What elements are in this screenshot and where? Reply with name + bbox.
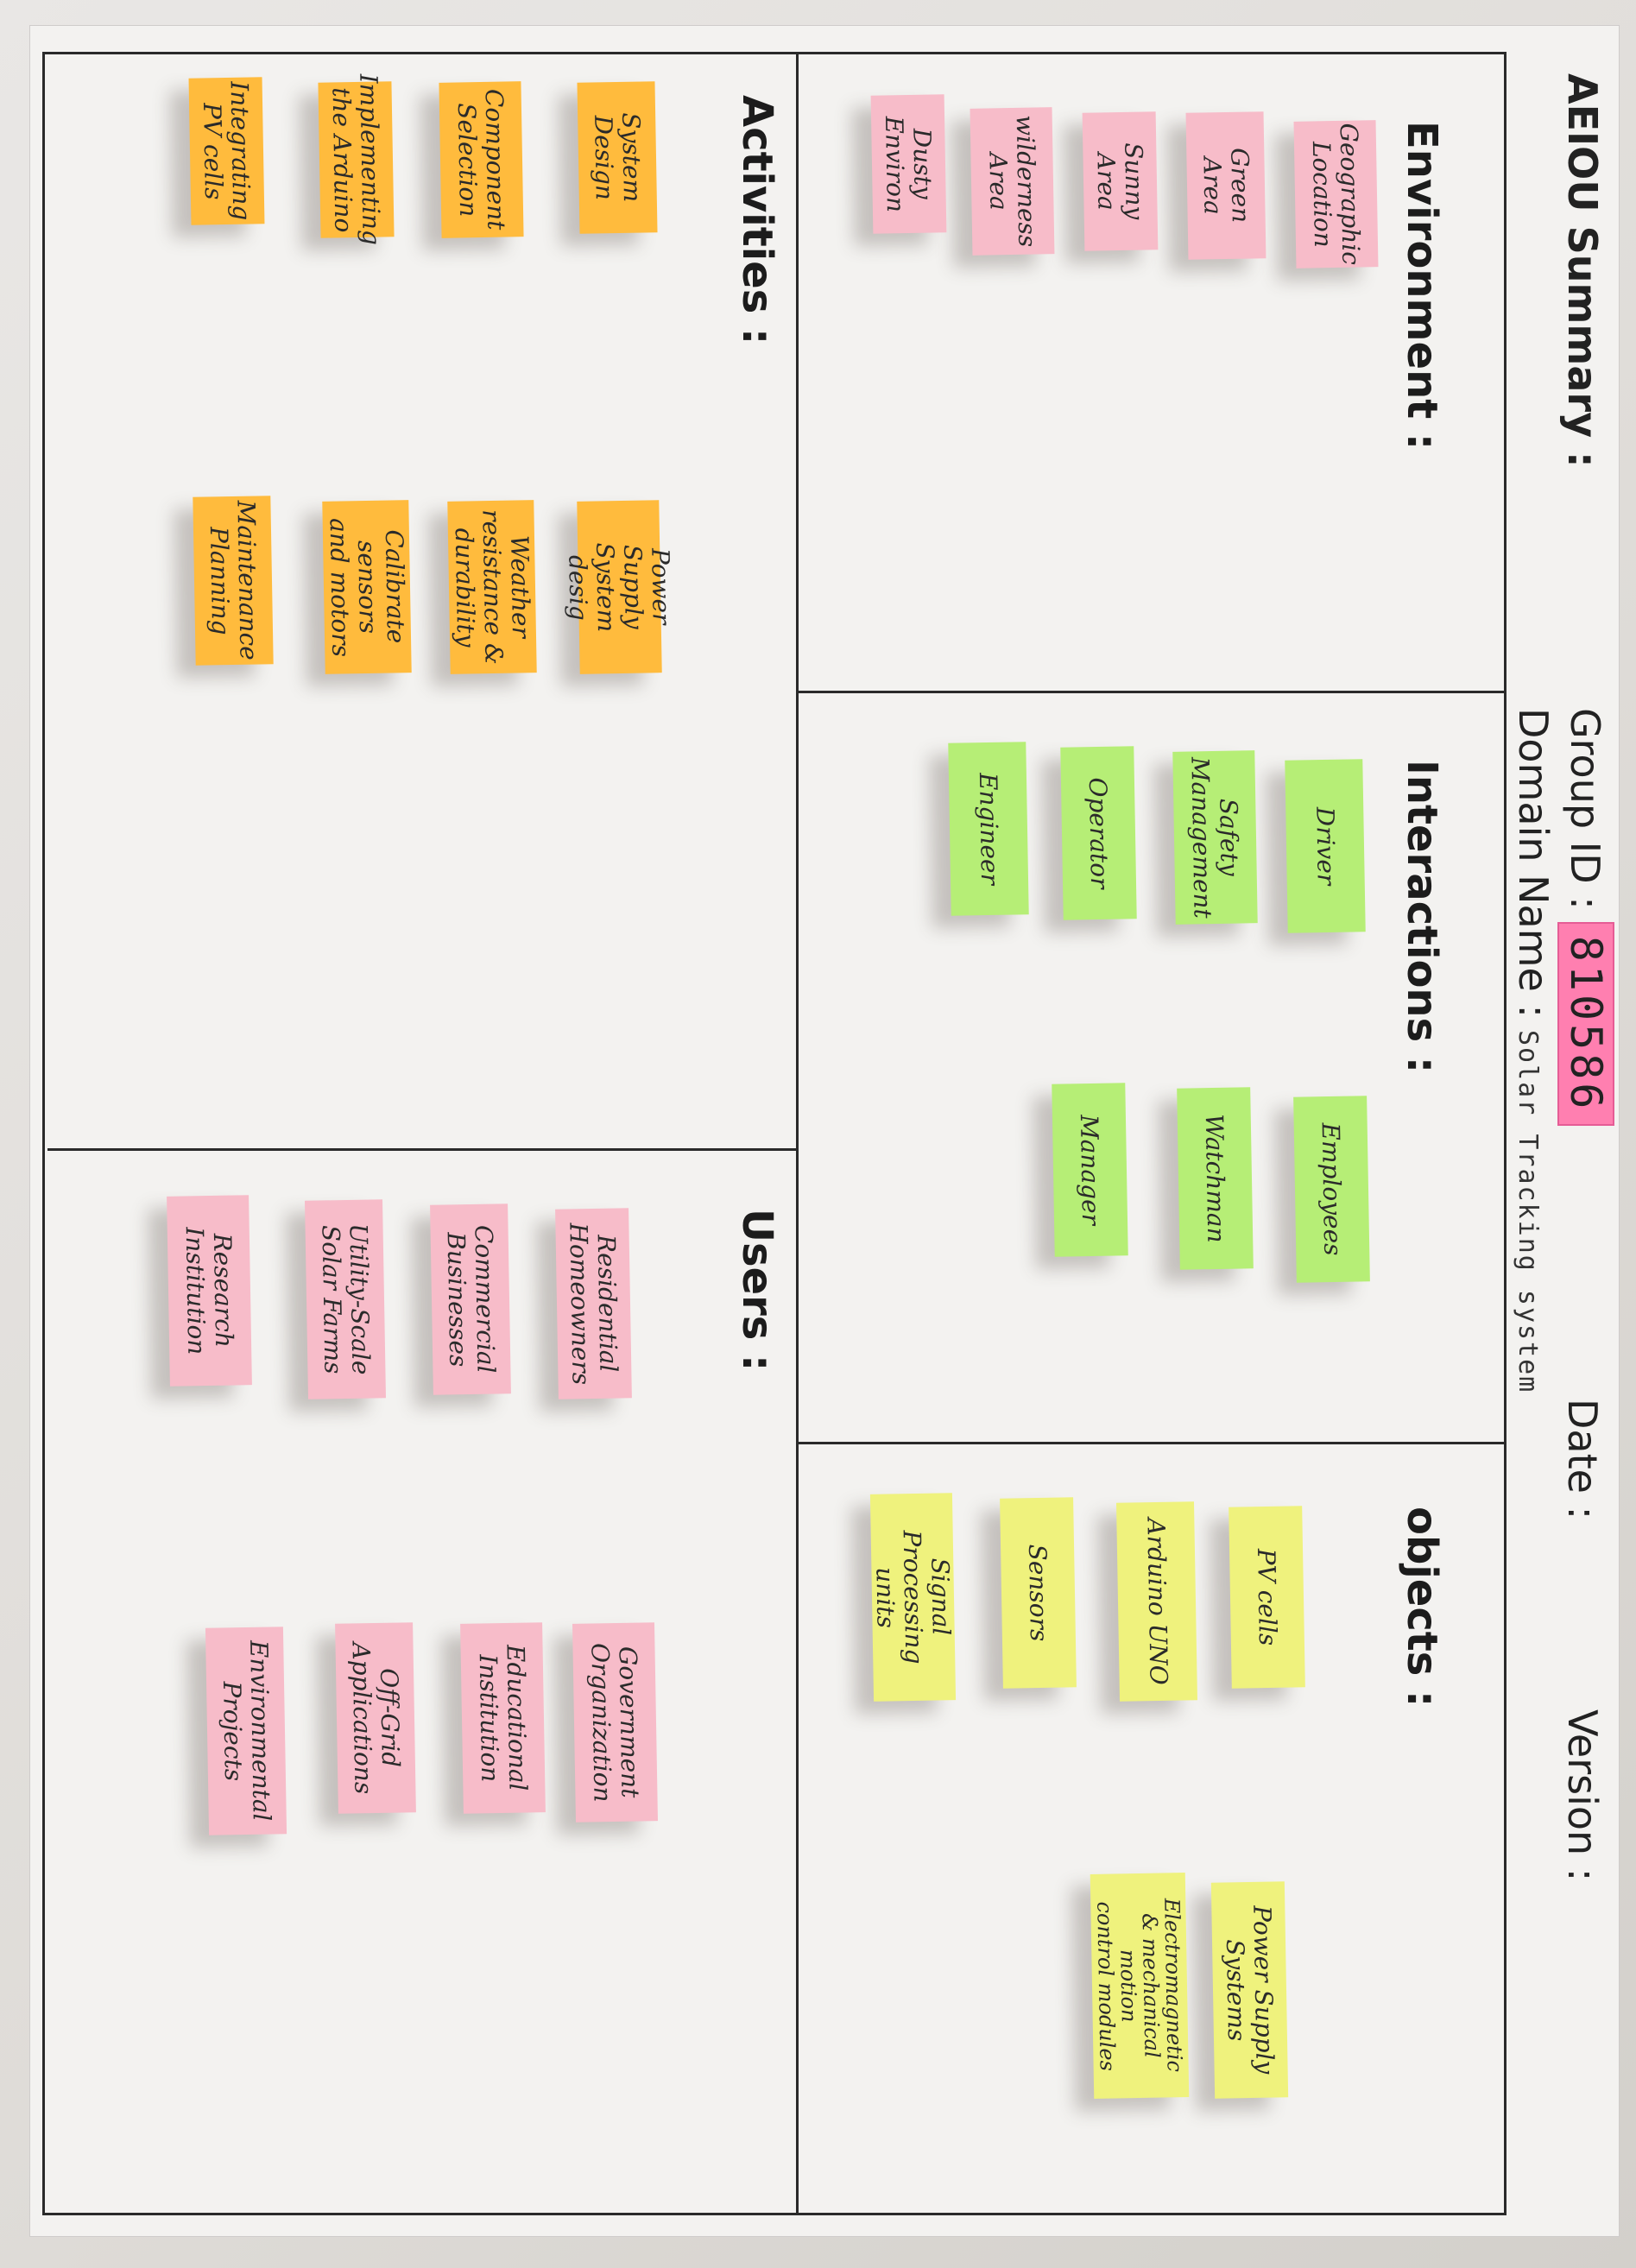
group-id-row: Group ID : 810586 <box>1557 708 1614 1127</box>
sticky-note: Integrating PV cells <box>188 77 265 225</box>
grid-divider-top-right <box>799 1442 1507 1444</box>
sticky-note: Residential Homeowners <box>555 1208 632 1399</box>
sticky-note: Engineer <box>948 742 1029 916</box>
sticky-note: Research Institution <box>167 1195 252 1387</box>
domain-row: Domain Name : Solar Tracking system <box>1510 708 1557 1393</box>
sticky-note: Power Supply Systems <box>1210 1881 1289 2099</box>
sticky-note: Off-Grid Applications <box>335 1622 416 1814</box>
sticky-note: Safety Management <box>1172 750 1258 925</box>
grid-divider-bottom <box>47 1148 799 1151</box>
activities-title: Activities : <box>733 95 781 345</box>
sticky-note: Implementing the Arduino <box>318 73 395 245</box>
domain-value: Solar Tracking system <box>1513 1029 1543 1394</box>
sticky-note: Employees <box>1293 1096 1370 1283</box>
sticky-note: Sunny Area <box>1082 111 1159 251</box>
sticky-note: Environmental Projects <box>205 1627 287 1835</box>
version-label: Version : <box>1559 1709 1606 1882</box>
sticky-note: Commercial Businesses <box>430 1203 511 1395</box>
sticky-note: Government Organization <box>572 1622 658 1823</box>
sticky-note: Signal Processing units <box>869 1493 956 1702</box>
sticky-note: Component Selection <box>439 81 524 238</box>
sticky-note: Geographic Location <box>1293 120 1379 268</box>
domain-label: Domain Name : <box>1510 708 1557 1018</box>
sticky-note: Dusty Environ <box>870 94 947 234</box>
sticky-note: Sensors <box>1000 1497 1077 1689</box>
sticky-note: Watchman <box>1177 1087 1254 1270</box>
sticky-note: Operator <box>1060 746 1137 920</box>
sticky-note: wilderness Area <box>970 107 1055 256</box>
sticky-note: PV cells <box>1229 1506 1305 1689</box>
group-id-label: Group ID : <box>1562 708 1608 910</box>
sticky-note: Manager <box>1052 1083 1128 1257</box>
date-label: Date : <box>1559 1399 1606 1520</box>
sticky-note: Green Area <box>1185 111 1266 260</box>
environment-title: Environment : <box>1398 121 1446 451</box>
objects-title: objects : <box>1398 1507 1446 1708</box>
grid-divider-top-left <box>799 691 1507 693</box>
group-id-value: 810586 <box>1557 921 1614 1127</box>
sticky-note: Arduino UNO <box>1115 1501 1198 1702</box>
page-title: AEIOU Summary : <box>1559 73 1606 468</box>
sticky-note: Maintenance Planning <box>193 496 274 666</box>
sticky-note: Weather resistance & durability <box>447 500 537 674</box>
grid-divider-horizontal <box>796 52 799 2213</box>
interactions-title: Interactions : <box>1398 760 1446 1074</box>
sticky-note: Calibrate sensors and motors <box>322 500 412 674</box>
sticky-note: Educational Institution <box>460 1622 546 1814</box>
sticky-note: Power Supply System desig <box>564 500 676 674</box>
sticky-note: System Design <box>577 81 658 234</box>
sticky-note: Driver <box>1285 759 1366 933</box>
grid-frame <box>42 52 1507 2215</box>
sticky-note: Electromagnetic & mechanical motion cont… <box>1090 1873 1190 2099</box>
sticky-note: Utility-Scale Solar Farms <box>304 1199 387 1399</box>
users-title: Users : <box>733 1209 781 1372</box>
